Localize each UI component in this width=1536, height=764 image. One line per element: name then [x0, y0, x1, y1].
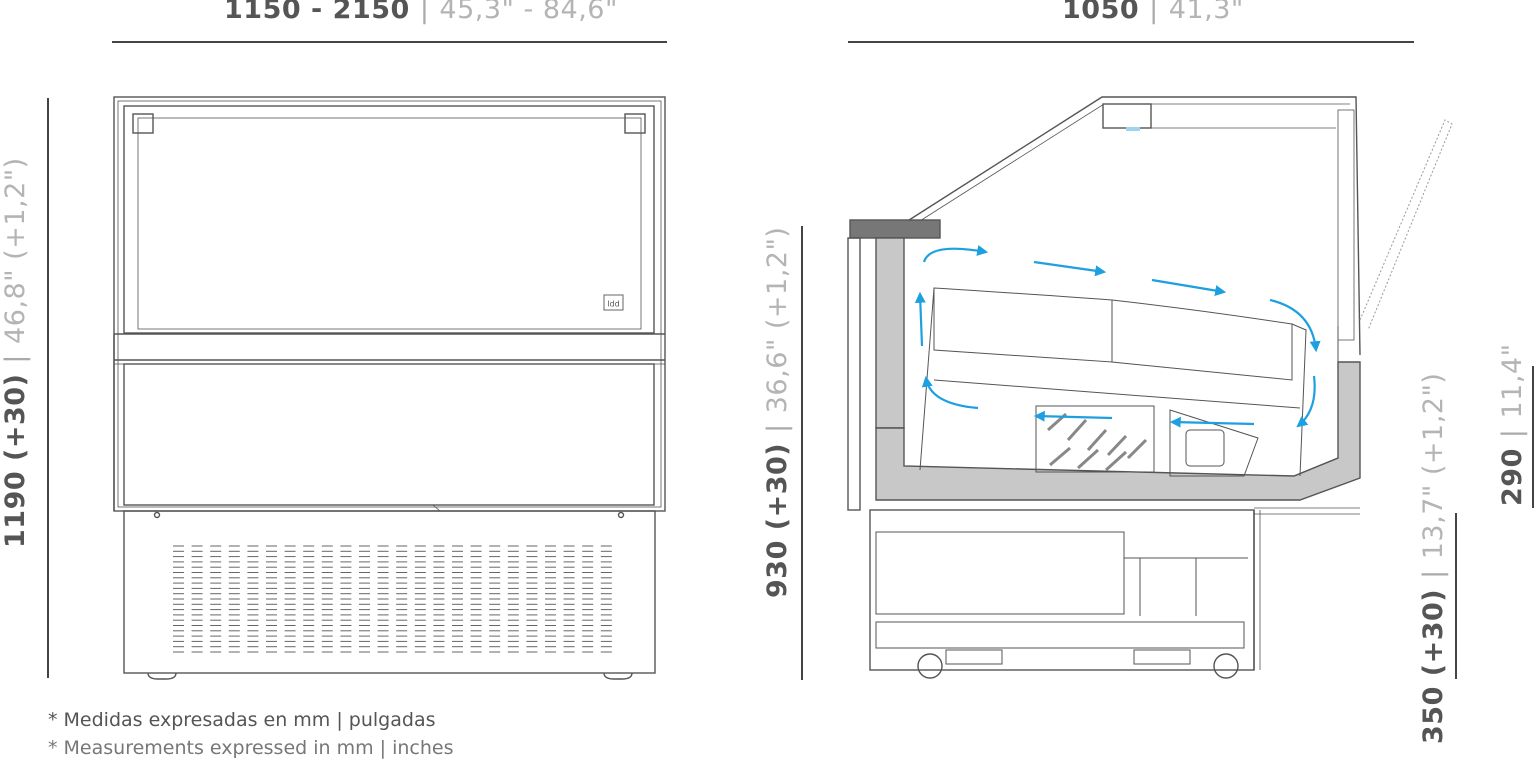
front-lower-panel	[123, 363, 655, 506]
airflow-arrow-8	[921, 375, 979, 410]
airflow-arrow-9	[914, 291, 926, 347]
front-corner-block-left	[132, 113, 154, 134]
airflow-arrows	[914, 245, 1321, 428]
side-depth-line	[848, 41, 1414, 43]
front-view-drawing	[113, 96, 666, 680]
side-depth-in: 41,3"	[1168, 0, 1244, 25]
logo-badge	[603, 294, 624, 311]
divider: |	[419, 0, 430, 25]
front-width-in: 45,3" - 84,6"	[439, 0, 618, 25]
airflow-arrow-3	[1151, 278, 1227, 296]
airflow-arrow-2	[1033, 260, 1107, 277]
front-insulation	[875, 237, 905, 429]
logo-badge-text: ldd	[607, 300, 619, 309]
note-spanish: * Medidas expresadas en mm | pulgadas	[48, 709, 436, 731]
display-tray-right	[1111, 299, 1293, 381]
wheel-rear	[1213, 653, 1239, 679]
front-width-label: 1150 - 2150 | 45,3" - 84,6"	[224, 0, 618, 25]
front-width-line	[112, 41, 667, 43]
side-view-drawing	[847, 96, 1453, 679]
led-light	[1126, 127, 1140, 131]
side-depth-label: 1050 | 41,3"	[1062, 0, 1244, 25]
shelf-height-line	[1532, 366, 1534, 508]
wheel-front	[917, 653, 943, 679]
note-english: * Measurements expressed in mm | inches	[48, 737, 454, 759]
side-depth-mm: 1050	[1062, 0, 1140, 25]
counter-height-line	[801, 226, 803, 680]
evaporator	[1035, 405, 1155, 473]
canopy-light-housing	[1102, 103, 1152, 129]
display-tray-left	[933, 287, 1113, 363]
airflow-arrow-5	[1296, 375, 1316, 428]
front-cabinet-outline	[113, 96, 666, 512]
front-glass-panel	[123, 105, 655, 334]
ventilation-grille	[173, 545, 612, 653]
tank-insulation	[875, 361, 1361, 501]
airflow-arrow-7	[1033, 410, 1113, 422]
airflow-arrow-6	[1169, 416, 1255, 428]
front-height-line	[47, 98, 49, 678]
front-corner-block-right	[624, 113, 646, 134]
airflow-arrow-1	[922, 245, 989, 263]
rear-door-open	[1359, 119, 1453, 331]
divider: |	[1149, 0, 1159, 25]
canopy-outline	[905, 96, 1361, 356]
airflow-arrow-4	[1269, 298, 1321, 353]
fan-box	[1169, 409, 1259, 477]
front-base-cabinet	[123, 510, 656, 674]
base-height-line	[1455, 513, 1457, 679]
front-width-mm: 1150 - 2150	[224, 0, 410, 25]
front-top-edge	[849, 219, 941, 239]
